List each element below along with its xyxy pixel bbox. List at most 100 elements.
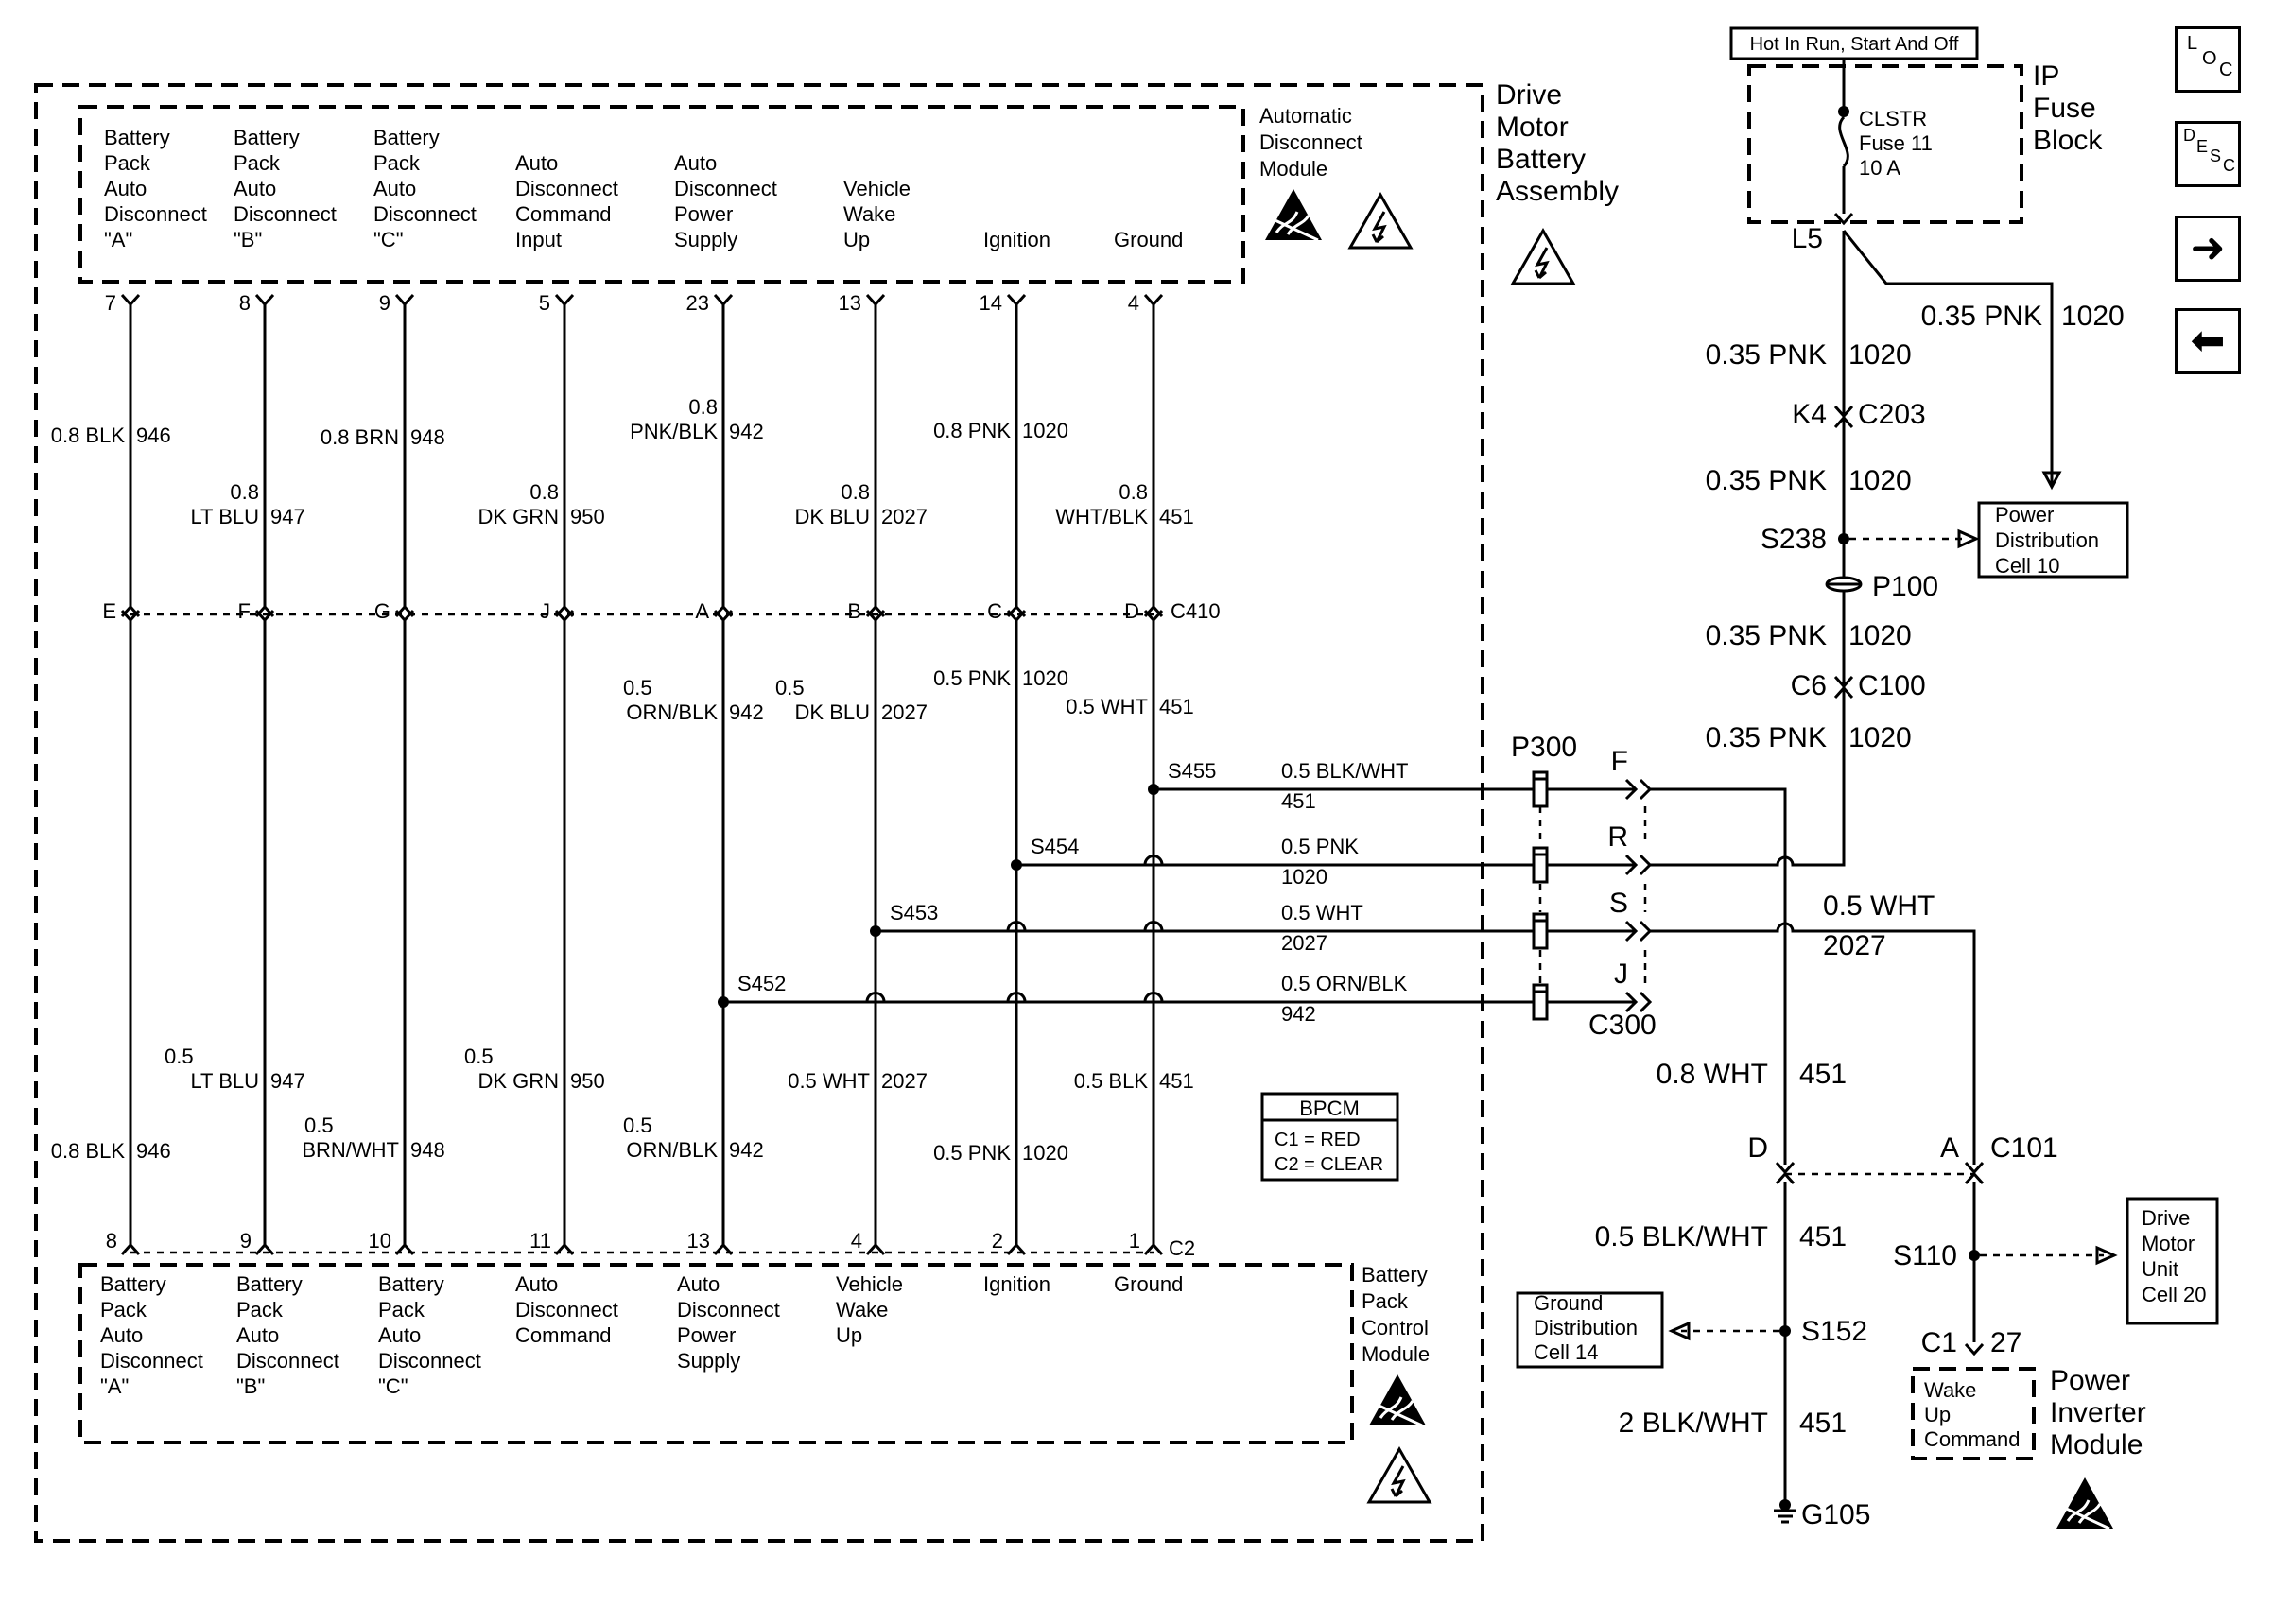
ground-distribution-box — [1516, 1291, 1664, 1369]
bpcm-pin-label: Wake — [836, 1298, 888, 1322]
mid-wire-circuit: 451 — [1159, 695, 1194, 718]
adm-pin-label: Disconnect — [515, 177, 618, 200]
esd-icon — [2055, 1476, 2115, 1530]
c101-pin-letter: A — [1940, 1132, 1959, 1164]
adm-pin-terminal — [554, 293, 575, 307]
bpcm-pin-label: Disconnect — [378, 1349, 481, 1373]
wire-451 — [1650, 787, 1787, 1165]
drive-motor-unit-label: Unit — [2142, 1257, 2178, 1281]
bpcm-legend-title: BPCM — [1299, 1097, 1360, 1120]
bpcm-pin-label: Disconnect — [515, 1298, 618, 1322]
bpcm-pin-label: Battery — [100, 1272, 166, 1296]
upper-wire-gauge: 0.8 — [688, 395, 718, 419]
splice-label: S454 — [1031, 835, 1079, 858]
bpcm-pin-terminal — [865, 1242, 886, 1256]
pim-connector-label: C1 — [1921, 1327, 1957, 1358]
feed-wire-color: 0.35 PNK — [1706, 620, 1827, 651]
upper-wire-color: DK BLU — [795, 505, 870, 528]
loc-button[interactable]: L O C — [2175, 26, 2241, 93]
adm-pin-label: Disconnect — [373, 202, 477, 226]
feed-wire-color: 0.35 PNK — [1706, 339, 1827, 371]
c100-terminal — [1833, 685, 1854, 700]
drive-motor-unit-label: Cell 20 — [2142, 1283, 2206, 1306]
next-page-button[interactable]: ➜ — [2175, 216, 2241, 282]
upper-wire-circuit: 947 — [270, 505, 305, 528]
power-distribution-box — [1977, 501, 2129, 579]
adm-pin-label: Pack — [234, 151, 281, 175]
high-voltage-icon — [1367, 1447, 1431, 1504]
c300-terminal — [1624, 991, 1653, 1013]
bpcm-pin-label: Ignition — [983, 1272, 1050, 1296]
bpcm-pin-label: Disconnect — [100, 1349, 203, 1373]
ground-wire-circuit: 451 — [1799, 1408, 1847, 1439]
previous-page-button[interactable]: ⬅ — [2175, 308, 2241, 374]
adm-pin-label: Pack — [104, 151, 151, 175]
wire-crossover — [1143, 855, 1164, 865]
fuse-terminal — [1833, 212, 1854, 226]
ground-wire-circuit: 451 — [1799, 1221, 1847, 1253]
bpcm-pin-terminal — [1143, 1242, 1164, 1256]
assembly-title: Motor — [1496, 112, 1569, 143]
bpcm-pin-label: Pack — [236, 1298, 284, 1322]
pim-title: Inverter — [2050, 1397, 2146, 1428]
wire-crossover — [1143, 921, 1164, 931]
pim-pin-terminal — [1964, 1342, 1985, 1356]
adm-title: Module — [1259, 157, 1327, 181]
bpcm-title: Battery — [1362, 1263, 1428, 1287]
desc-button[interactable]: D E S C — [2175, 121, 2241, 187]
c410-pin-letter: A — [695, 599, 709, 623]
harness-wire-color: 0.5 BLK/WHT — [1281, 759, 1408, 783]
lower-wire-circuit: 946 — [136, 1139, 171, 1163]
drive-motor-unit-label: Drive — [2142, 1206, 2190, 1230]
bpcm-pin-label: Ground — [1114, 1272, 1183, 1296]
upper-wire-color: 0.8 BLK — [51, 423, 126, 447]
bpcm-legend-line: C1 = RED — [1275, 1130, 1361, 1150]
harness-wire-circuit: 451 — [1281, 789, 1316, 813]
power-distribution-label: Power — [1995, 503, 2054, 527]
adm-pin-number: 8 — [239, 291, 251, 315]
battery-pack-control-module-box — [78, 1263, 1354, 1444]
mid-wire-gauge: 0.5 — [623, 676, 652, 700]
upper-wire-circuit: 950 — [570, 505, 605, 528]
esd-icon — [1367, 1373, 1428, 1427]
mid-wire-color: 0.5 WHT — [1066, 695, 1148, 718]
bpcm-pin-number: 4 — [851, 1229, 862, 1253]
mid-wire-circuit: 942 — [729, 700, 764, 724]
ip-fuse-block-box — [1747, 64, 2023, 224]
wire-crossover — [865, 992, 886, 1002]
adm-pin-terminal — [713, 293, 734, 307]
harness-wire-circuit: 1020 — [1281, 865, 1327, 889]
wire-crossover — [1006, 992, 1027, 1002]
s110-label: S110 — [1893, 1240, 1957, 1271]
bpcm-pin-label: Up — [836, 1323, 862, 1347]
pim-title: Module — [2050, 1429, 2143, 1460]
desc-e: E — [2196, 137, 2209, 156]
adm-pin-label: Auto — [674, 151, 717, 175]
adm-pin-label: Battery — [104, 126, 170, 149]
ground-wire-color: 0.5 BLK/WHT — [1595, 1221, 1768, 1253]
p300-terminal — [1532, 846, 1549, 884]
arrow-left-icon — [1668, 1321, 1691, 1341]
upper-wire-gauge: 0.8 — [841, 480, 870, 504]
upper-wire-gauge: 0.8 — [1119, 480, 1148, 504]
c410-pin-letter: F — [238, 599, 251, 623]
desc-d: D — [2183, 126, 2195, 145]
power-distribution-label: Cell 10 — [1995, 554, 2059, 578]
bpcm-pin-label: Command — [515, 1323, 611, 1347]
upper-wire-color: 0.8 PNK — [933, 419, 1011, 442]
splice-label: S452 — [737, 972, 786, 995]
loc-l: L — [2187, 33, 2198, 54]
hot-in-run-label-box — [1729, 26, 1979, 60]
adm-pin-terminal — [865, 293, 886, 307]
adm-pin-number: 9 — [379, 291, 390, 315]
bpcm-pin-number: 9 — [240, 1229, 252, 1253]
loc-o: O — [2202, 48, 2217, 69]
g105-label: G105 — [1801, 1499, 1870, 1530]
c410-pin-letter: B — [847, 599, 861, 623]
adm-pin-terminal — [120, 293, 141, 307]
bpcm-title: Control — [1362, 1316, 1429, 1339]
loc-c: C — [2219, 60, 2233, 80]
c300-pin-letter: F — [1611, 746, 1628, 777]
bpcm-pin-label: Auto — [515, 1272, 558, 1296]
